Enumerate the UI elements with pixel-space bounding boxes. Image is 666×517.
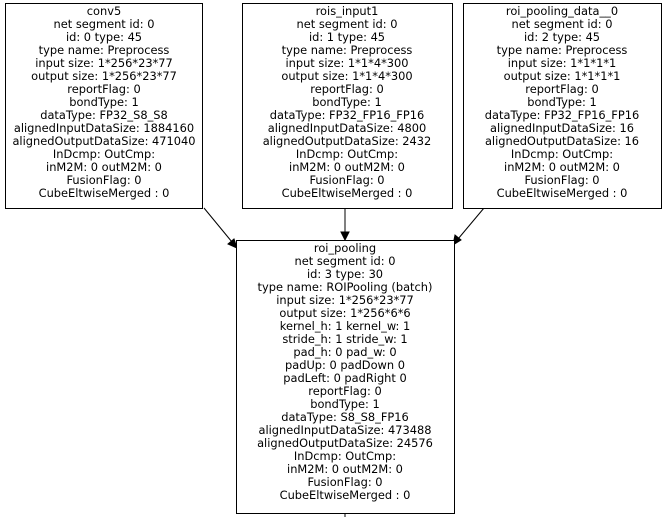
- edge-conv5-to-roi-pooling: [203, 207, 238, 249]
- node-roi-pooling-data-line: inM2M: 0 outM2M: 0: [504, 160, 620, 174]
- node-rois-input1[interactable]: rois_input1 net segment id: 0 id: 1 type…: [242, 3, 453, 209]
- node-conv5-line: CubeEltwiseMerged : 0: [39, 186, 170, 200]
- node-roi-pooling-line: dataType: S8_S8_FP16: [281, 410, 409, 424]
- node-conv5-line: InDcmp: OutCmp:: [53, 147, 155, 161]
- node-conv5-line: dataType: FP32_S8_S8: [40, 108, 168, 122]
- node-rois-input1-line: dataType: FP32_FP16_FP16: [270, 108, 424, 122]
- node-roi-pooling-data-line: bondType: 1: [527, 95, 597, 109]
- edge-roi-pooling-data-to-roi-pooling: [452, 207, 485, 247]
- node-rois-input1-line: alignedInputDataSize: 4800: [268, 121, 427, 135]
- node-conv5-line: input size: 1*256*23*77: [35, 56, 173, 70]
- node-rois-input1-box: [242, 3, 453, 209]
- node-roi-pooling-data-line: alignedOutputDataSize: 16: [485, 134, 639, 148]
- node-rois-input1-line: alignedOutputDataSize: 2432: [263, 134, 432, 148]
- node-roi-pooling-line: reportFlag: 0: [308, 384, 381, 398]
- node-roi-pooling-line: padUp: 0 padDown 0: [285, 358, 405, 372]
- node-conv5-line: alignedInputDataSize: 1884160: [14, 121, 194, 135]
- node-rois-input1-title: rois_input1: [316, 4, 379, 18]
- node-roi-pooling-line: id: 3 type: 30: [307, 267, 383, 281]
- node-rois-input1-line: CubeEltwiseMerged : 0: [282, 186, 413, 200]
- node-rois-input1-line: reportFlag: 0: [310, 82, 383, 96]
- node-conv5[interactable]: conv5 net segment id: 0 id: 0 type: 45 t…: [5, 3, 203, 209]
- node-roi-pooling-box: [236, 240, 455, 514]
- node-rois-input1-line: InDcmp: OutCmp:: [296, 147, 398, 161]
- node-roi-pooling-data-line: type name: Preprocess: [497, 43, 628, 57]
- node-roi-pooling-line: stride_h: 1 stride_w: 1: [282, 332, 407, 346]
- node-roi-pooling-line: padLeft: 0 padRight 0: [283, 371, 407, 385]
- node-roi-pooling-title: roi_pooling: [314, 241, 376, 255]
- node-roi-pooling-line: kernel_h: 1 kernel_w: 1: [280, 319, 410, 333]
- node-roi-pooling-line: inM2M: 0 outM2M: 0: [287, 462, 403, 476]
- node-roi-pooling-data-title: roi_pooling_data__0: [506, 4, 618, 18]
- node-roi-pooling-data-box: [463, 3, 662, 209]
- node-conv5-box: [5, 3, 203, 209]
- node-rois-input1-line: output size: 1*1*4*300: [281, 69, 412, 83]
- node-rois-input1-line: FusionFlag: 0: [309, 173, 384, 187]
- node-roi-pooling-line: FusionFlag: 0: [307, 475, 382, 489]
- node-roi-pooling-line: bondType: 1: [310, 397, 380, 411]
- node-conv5-line: FusionFlag: 0: [66, 173, 141, 187]
- node-conv5-line: bondType: 1: [69, 95, 139, 109]
- node-rois-input1-line: id: 1 type: 45: [309, 30, 385, 44]
- node-rois-input1-line: input size: 1*1*4*300: [285, 56, 408, 70]
- node-rois-input1-line: bondType: 1: [312, 95, 382, 109]
- node-roi-pooling-line: net segment id: 0: [295, 254, 396, 268]
- node-roi-pooling-data[interactable]: roi_pooling_data__0 net segment id: 0 id…: [463, 3, 662, 209]
- graph-edges: [203, 207, 485, 517]
- node-roi-pooling-line: input size: 1*256*23*77: [276, 293, 414, 307]
- node-roi-pooling-data-line: dataType: FP32_FP16_FP16: [485, 108, 639, 122]
- node-conv5-line: reportFlag: 0: [67, 82, 140, 96]
- node-roi-pooling-data-line: net segment id: 0: [512, 17, 613, 31]
- node-roi-pooling-line: output size: 1*256*6*6: [279, 306, 410, 320]
- node-roi-pooling-data-line: id: 2 type: 45: [524, 30, 600, 44]
- node-roi-pooling-line: alignedInputDataSize: 473488: [258, 423, 431, 437]
- node-conv5-line: type name: Preprocess: [39, 43, 170, 57]
- node-rois-input1-line: inM2M: 0 outM2M: 0: [289, 160, 405, 174]
- node-roi-pooling-line: type name: ROIPooling (batch): [258, 280, 433, 294]
- node-roi-pooling-data-line: FusionFlag: 0: [524, 173, 599, 187]
- node-rois-input1-line: type name: Preprocess: [282, 43, 413, 57]
- node-roi-pooling-data-line: reportFlag: 0: [525, 82, 598, 96]
- node-roi-pooling-line: alignedOutputDataSize: 24576: [257, 436, 433, 450]
- node-roi-pooling-data-line: input size: 1*1*1*1: [508, 56, 617, 70]
- node-roi-pooling-line: InDcmp: OutCmp:: [294, 449, 396, 463]
- node-roi-pooling-data-line: output size: 1*1*1*1: [504, 69, 621, 83]
- node-roi-pooling-line: pad_h: 0 pad_w: 0: [293, 345, 396, 359]
- node-roi-pooling-data-line: InDcmp: OutCmp:: [511, 147, 613, 161]
- node-conv5-line: inM2M: 0 outM2M: 0: [46, 160, 162, 174]
- node-conv5-line: net segment id: 0: [54, 17, 155, 31]
- node-roi-pooling[interactable]: roi_pooling net segment id: 0 id: 3 type…: [236, 240, 455, 514]
- node-roi-pooling-data-line: alignedInputDataSize: 16: [490, 121, 634, 135]
- node-roi-pooling-line: CubeEltwiseMerged : 0: [280, 488, 411, 502]
- node-rois-input1-line: net segment id: 0: [297, 17, 398, 31]
- node-conv5-line: id: 0 type: 45: [66, 30, 142, 44]
- node-conv5-line: alignedOutputDataSize: 471040: [12, 134, 195, 148]
- node-conv5-title: conv5: [87, 4, 121, 18]
- edge-rois-input1-to-roi-pooling: [340, 208, 350, 242]
- node-roi-pooling-data-line: CubeEltwiseMerged : 0: [497, 186, 628, 200]
- node-conv5-line: output size: 1*256*23*77: [31, 69, 177, 83]
